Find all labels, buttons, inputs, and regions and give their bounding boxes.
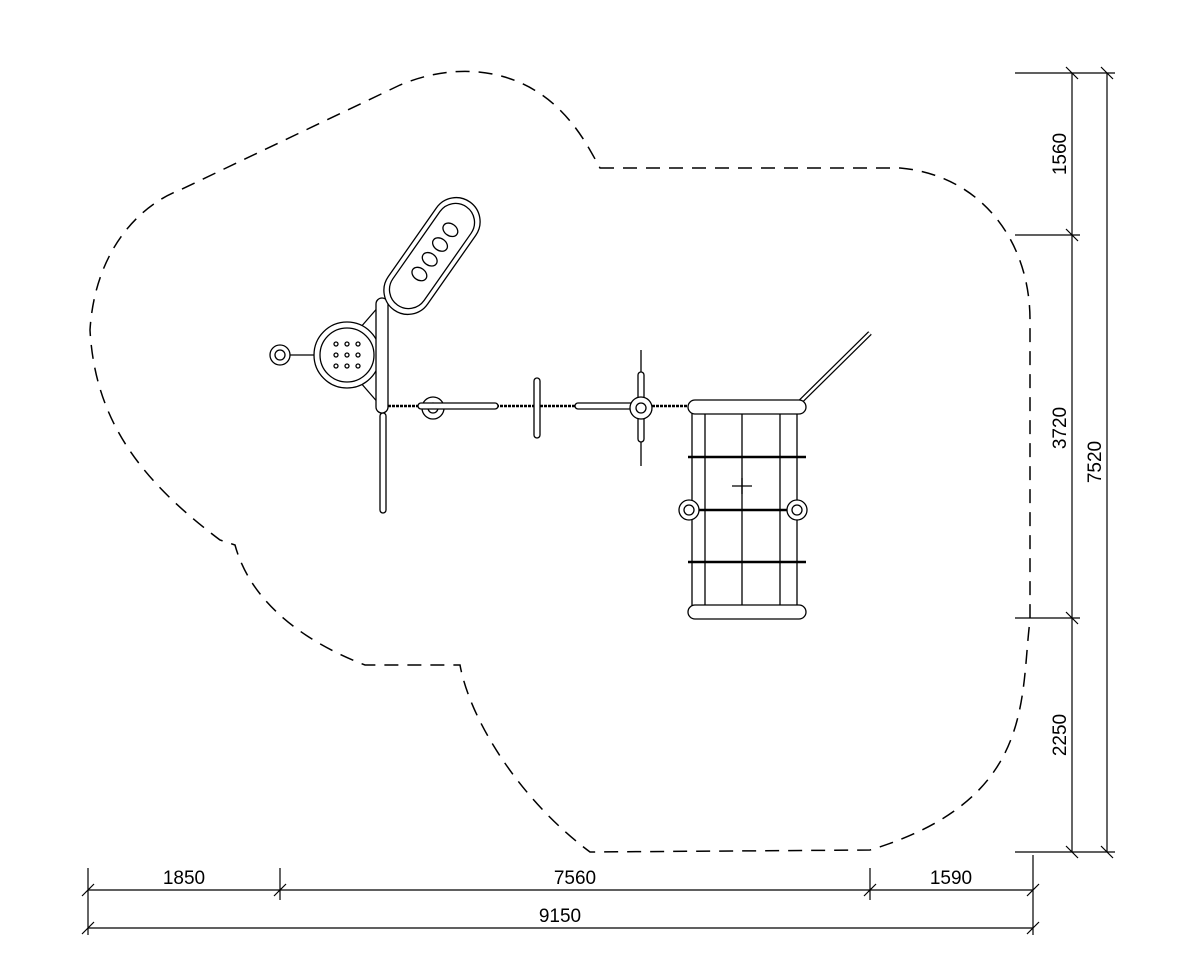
dim-h-1: 1850	[163, 868, 205, 889]
horizontal-dimensions	[81, 855, 1040, 935]
safety-zone-outline	[89, 70, 1031, 853]
dim-v-2: 3720	[1050, 407, 1071, 449]
climbing-net	[678, 331, 872, 620]
dim-h-2: 7560	[554, 868, 596, 889]
dim-v-1: 1560	[1050, 133, 1071, 175]
dim-v-total: 7520	[1085, 441, 1106, 483]
dim-h-total: 9150	[539, 906, 581, 927]
dim-v-3: 2250	[1050, 714, 1071, 756]
left-tower-assembly	[269, 196, 481, 514]
vertical-dimensions	[1015, 66, 1115, 859]
cable-traverse	[388, 350, 690, 466]
dim-h-3: 1590	[930, 868, 972, 889]
